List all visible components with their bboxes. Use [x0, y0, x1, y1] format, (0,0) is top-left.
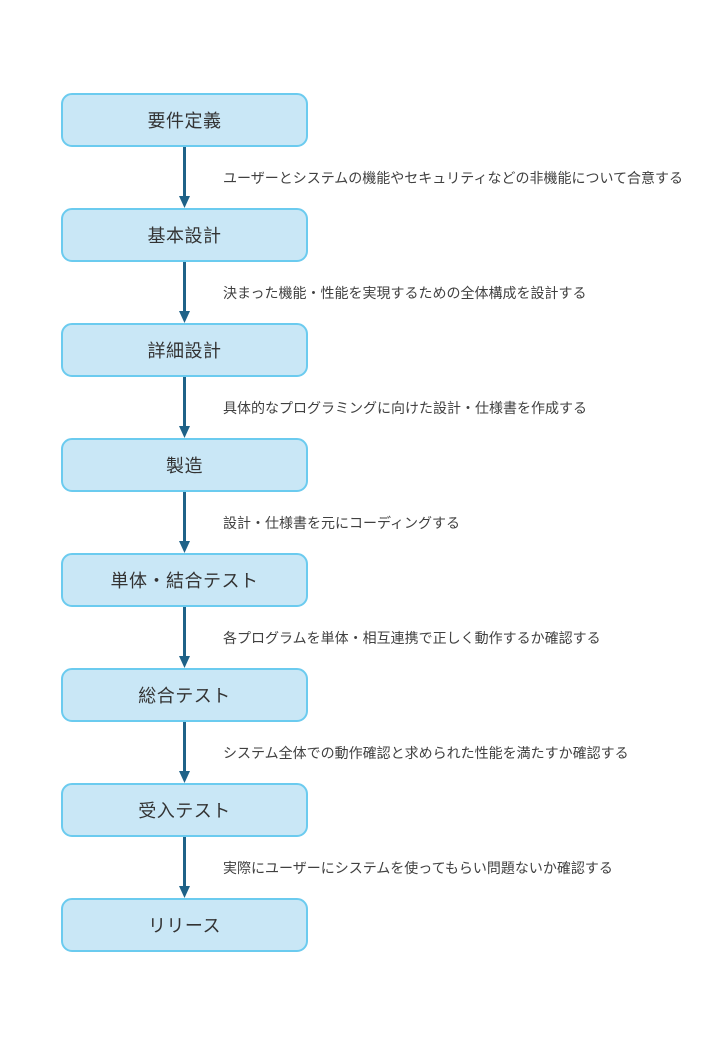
arrow-description: 具体的なプログラミングに向けた設計・仕様書を作成する	[223, 399, 587, 416]
stage: 要件定義 ユーザーとシステムの機能やセキュリティなどの非機能について合意する	[0, 93, 720, 208]
stage-box: 基本設計	[61, 208, 308, 262]
stage-box: 受入テスト	[61, 783, 308, 837]
arrow-description: 各プログラムを単体・相互連携で正しく動作するか確認する	[223, 629, 601, 646]
stage-arrow: 設計・仕様書を元にコーディングする	[0, 492, 720, 553]
stage-arrow: 具体的なプログラミングに向けた設計・仕様書を作成する	[0, 377, 720, 438]
stage-label: 基本設計	[147, 226, 222, 246]
stage: 受入テスト 実際にユーザーにシステムを使ってもらい問題ないか確認する	[0, 783, 720, 898]
stage-arrow: ユーザーとシステムの機能やセキュリティなどの非機能について合意する	[0, 147, 720, 208]
down-arrow-icon	[179, 377, 190, 438]
arrow-description: 実際にユーザーにシステムを使ってもらい問題ないか確認する	[223, 859, 613, 876]
stage-label: 要件定義	[147, 111, 222, 131]
down-arrow-icon	[179, 722, 190, 783]
stage-arrow: 各プログラムを単体・相互連携で正しく動作するか確認する	[0, 607, 720, 668]
stage-arrow: 実際にユーザーにシステムを使ってもらい問題ないか確認する	[0, 837, 720, 898]
stage-box: 総合テスト	[61, 668, 308, 722]
down-arrow-icon	[179, 147, 190, 208]
stage-label: 製造	[166, 456, 203, 476]
stage-box: 要件定義	[61, 93, 308, 147]
down-arrow-icon	[179, 607, 190, 668]
stage: 基本設計 決まった機能・性能を実現するための全体構成を設計する	[0, 208, 720, 323]
stage: 製造 設計・仕様書を元にコーディングする	[0, 438, 720, 553]
stage-label: リリース	[147, 916, 222, 936]
stage: 単体・結合テスト 各プログラムを単体・相互連携で正しく動作するか確認する	[0, 553, 720, 668]
stage-label: 詳細設計	[147, 341, 222, 361]
stage-box: 単体・結合テスト	[61, 553, 308, 607]
down-arrow-icon	[179, 837, 190, 898]
stage-box: 詳細設計	[61, 323, 308, 377]
stage-label: 総合テスト	[138, 686, 231, 706]
stage-label: 単体・結合テスト	[110, 571, 259, 591]
stage-arrow: システム全体での動作確認と求められた性能を満たすか確認する	[0, 722, 720, 783]
arrow-description: 設計・仕様書を元にコーディングする	[223, 514, 461, 531]
arrow-description: ユーザーとシステムの機能やセキュリティなどの非機能について合意する	[223, 169, 684, 186]
stage: リリース	[0, 898, 720, 952]
stage: 総合テスト システム全体での動作確認と求められた性能を満たすか確認する	[0, 668, 720, 783]
stage-arrow: 決まった機能・性能を実現するための全体構成を設計する	[0, 262, 720, 323]
stage: 詳細設計 具体的なプログラミングに向けた設計・仕様書を作成する	[0, 323, 720, 438]
stage-list: 要件定義 ユーザーとシステムの機能やセキュリティなどの非機能について合意する 基…	[0, 93, 720, 952]
arrow-description: システム全体での動作確認と求められた性能を満たすか確認する	[223, 744, 629, 761]
stage-label: 受入テスト	[138, 801, 231, 821]
arrow-description: 決まった機能・性能を実現するための全体構成を設計する	[223, 284, 587, 301]
down-arrow-icon	[179, 262, 190, 323]
stage-box: 製造	[61, 438, 308, 492]
down-arrow-icon	[179, 492, 190, 553]
stage-box: リリース	[61, 898, 308, 952]
